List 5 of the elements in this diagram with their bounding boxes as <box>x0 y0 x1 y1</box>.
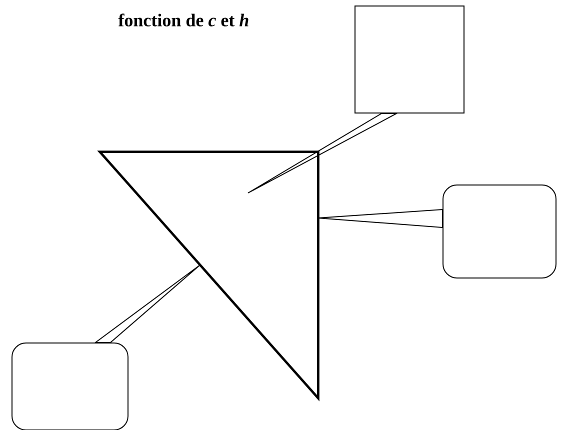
callout-bubble <box>354 6 464 114</box>
callout-bubble <box>12 342 128 430</box>
callout-bubble <box>442 184 556 278</box>
callout-pointer <box>94 264 200 343</box>
title: fonction de c et h <box>118 14 248 26</box>
